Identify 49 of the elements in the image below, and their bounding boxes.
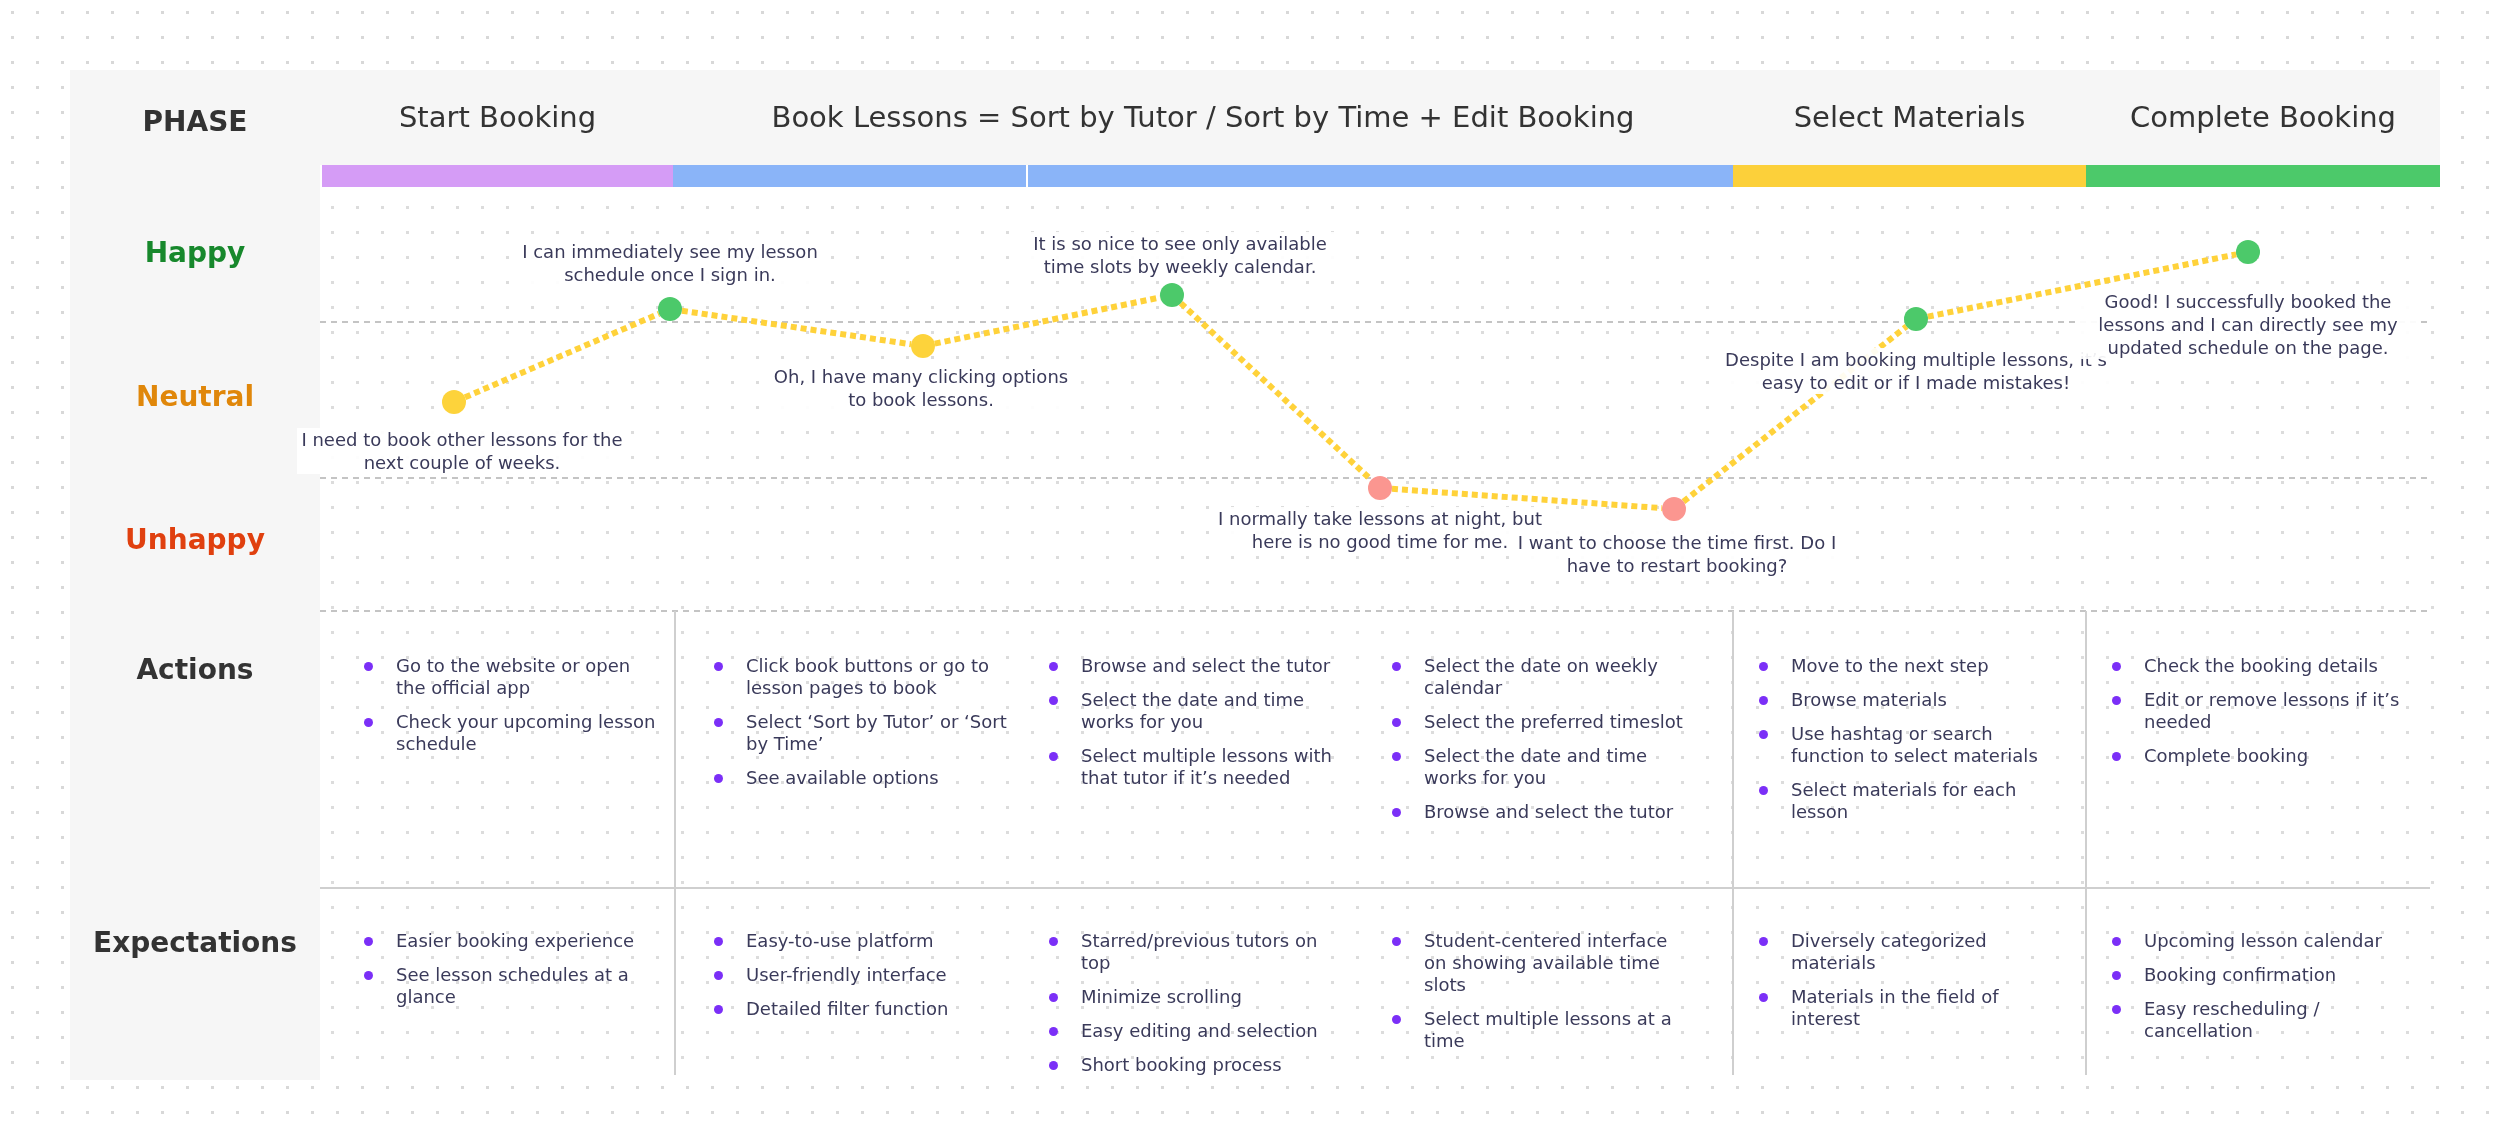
bullet-item: Detailed filter function — [710, 998, 1020, 1020]
bullet-item: Select multiple lessons with that tutor if it’s needed — [1045, 745, 1345, 789]
bullet-item: Upcoming lesson calendar — [2108, 930, 2408, 952]
bullet-item: Student-centered interface on showing available time slots — [1388, 930, 1688, 996]
bullet-item: User-friendly interface — [710, 964, 1020, 986]
phase-title: Start Booking — [397, 100, 598, 134]
bullet-item: Move to the next step — [1755, 655, 2055, 677]
bullet-item: Browse and select the tutor — [1045, 655, 1345, 677]
phase-title: Complete Booking — [2129, 100, 2397, 134]
bullet-item: Starred/previous tutors on top — [1045, 930, 1345, 974]
bullet-item: Edit or remove lessons if it’s needed — [2108, 689, 2408, 733]
bullet-item: Booking confirmation — [2108, 964, 2408, 986]
bullet-item: Select the preferred timeslot — [1388, 711, 1688, 733]
bullet-item: Click book buttons or go to lesson pages to book — [710, 655, 1020, 699]
bullet-item: Select materials for each lesson — [1755, 779, 2055, 823]
phase-title: Select Materials — [1792, 100, 2027, 134]
bullet-item: Short booking process — [1045, 1054, 1345, 1076]
bullet-item: Browse materials — [1755, 689, 2055, 711]
emotion-line — [681, 307, 912, 348]
bullet-item: Easier booking experience — [360, 930, 660, 952]
row-header: PHASE — [141, 105, 249, 138]
bullet-item: Check the booking details — [2108, 655, 2408, 677]
bullet-item: Materials in the field of interest — [1755, 986, 2055, 1030]
emotion-level: Happy — [143, 236, 247, 269]
bullet-item: Select the date and time works for you — [1045, 689, 1345, 733]
bullet-item: Go to the website or open the official app — [360, 655, 660, 699]
row-header: Expectations — [92, 926, 298, 959]
phase-title: Book Lessons = Sort by Tutor / Sort by Time + Edit Booking — [770, 100, 1636, 134]
bullet-item: Easy-to-use platform — [710, 930, 1020, 952]
bullet-item: Easy rescheduling / cancellation — [2108, 998, 2408, 1042]
bullet-item: Easy editing and selection — [1045, 1020, 1345, 1042]
emotion-line — [463, 311, 661, 400]
bullet-item: Check your upcoming lesson schedule — [360, 711, 660, 755]
bullet-item: Select multiple lessons at a time — [1388, 1008, 1688, 1052]
bullet-item: See available options — [710, 767, 1020, 789]
quote-text: I want to choose the time first. Do I have to restart booking? — [1517, 531, 1837, 577]
emotion-line — [1927, 251, 2237, 320]
bullet-item: Select ‘Sort by Tutor’ or ‘Sort by Time’ — [710, 711, 1020, 755]
emotion-level: Neutral — [134, 380, 255, 413]
bullet-item: Use hashtag or search function to select materials — [1755, 723, 2055, 767]
bullet-item: Select the date and time works for you — [1388, 745, 1688, 789]
bullet-item: Complete booking — [2108, 745, 2408, 767]
bullet-item: Browse and select the tutor — [1388, 801, 1688, 823]
row-header: Actions — [135, 653, 255, 686]
emotion-level: Unhappy — [124, 523, 266, 556]
bullet-item: Minimize scrolling — [1045, 986, 1345, 1008]
bullet-item: Select the date on weekly calendar — [1388, 655, 1688, 699]
bullet-item: See lesson schedules at a glance — [360, 964, 660, 1008]
bullet-item: Diversely categorized materials — [1755, 930, 2055, 974]
